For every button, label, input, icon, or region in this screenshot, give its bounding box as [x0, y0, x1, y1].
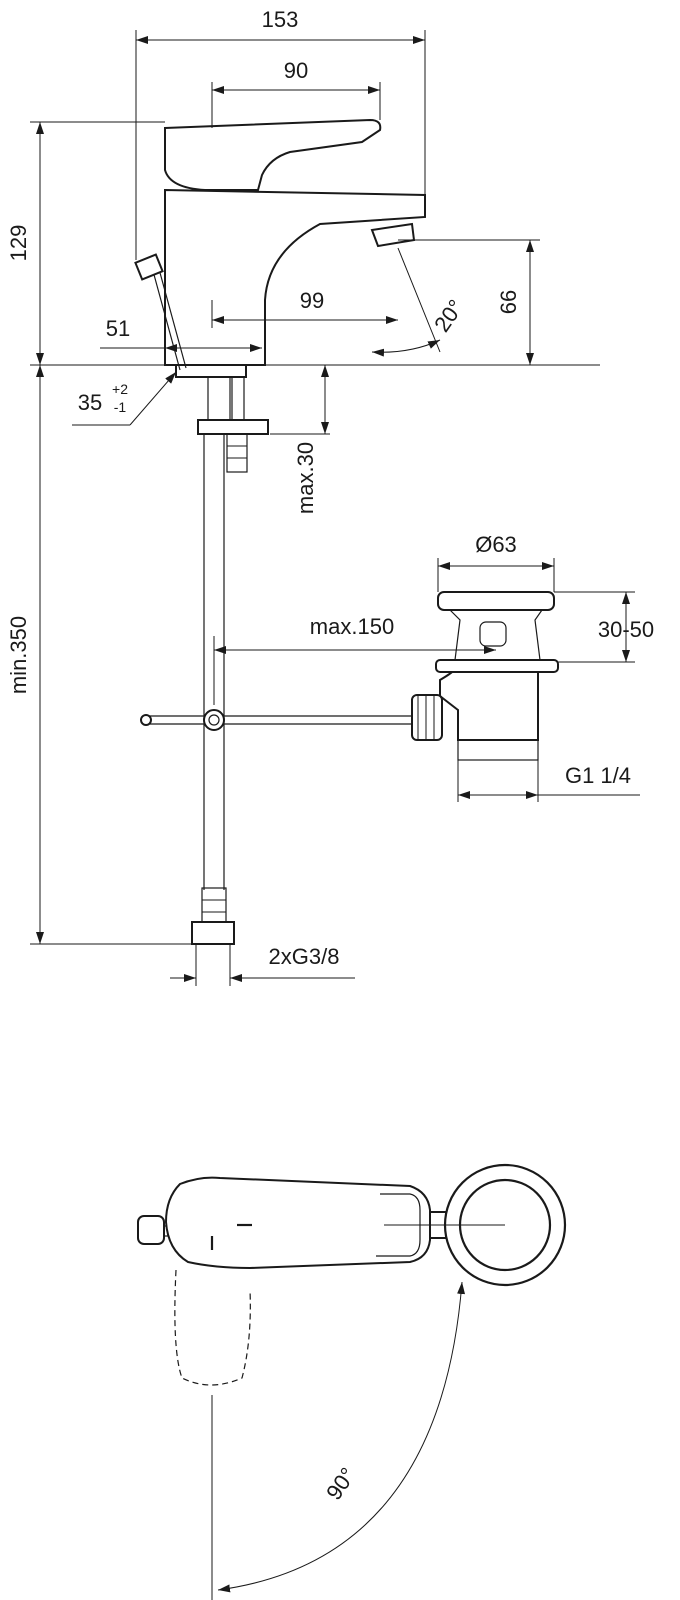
label-hose-length: min.350: [6, 616, 31, 694]
faucet-side-view: [134, 118, 426, 945]
label-handle-width: 90: [284, 58, 308, 83]
dimension-lines: [30, 30, 640, 986]
label-waste-distance: max.150: [310, 614, 394, 639]
label-outlet-height: 66: [496, 290, 521, 314]
label-deck-thickness: max.30: [293, 442, 318, 514]
label-hole-diameter: 35: [78, 390, 102, 415]
label-waste-diameter: Ø63: [475, 532, 517, 557]
label-waste-thread: G1 1/4: [565, 763, 631, 788]
dimension-labels: 153 90 129 99 51 66 20° 35 +2 -1 max.30 …: [6, 7, 654, 969]
faucet-top-view: 90°: [137, 1163, 567, 1600]
label-spout-angle: 20°: [429, 295, 469, 337]
label-hole-tol-minus: -1: [114, 399, 127, 415]
label-waste-height: 30-50: [598, 617, 654, 642]
label-overall-height: 129: [6, 225, 31, 262]
waste-assembly: [411, 591, 559, 761]
label-handle-rotation: 90°: [321, 1463, 361, 1505]
label-overall-width: 153: [262, 7, 299, 32]
label-connections: 2xG3/8: [269, 944, 340, 969]
label-hole-tol-plus: +2: [112, 381, 128, 397]
label-spout-reach: 99: [300, 288, 324, 313]
label-body-width: 51: [106, 316, 130, 341]
